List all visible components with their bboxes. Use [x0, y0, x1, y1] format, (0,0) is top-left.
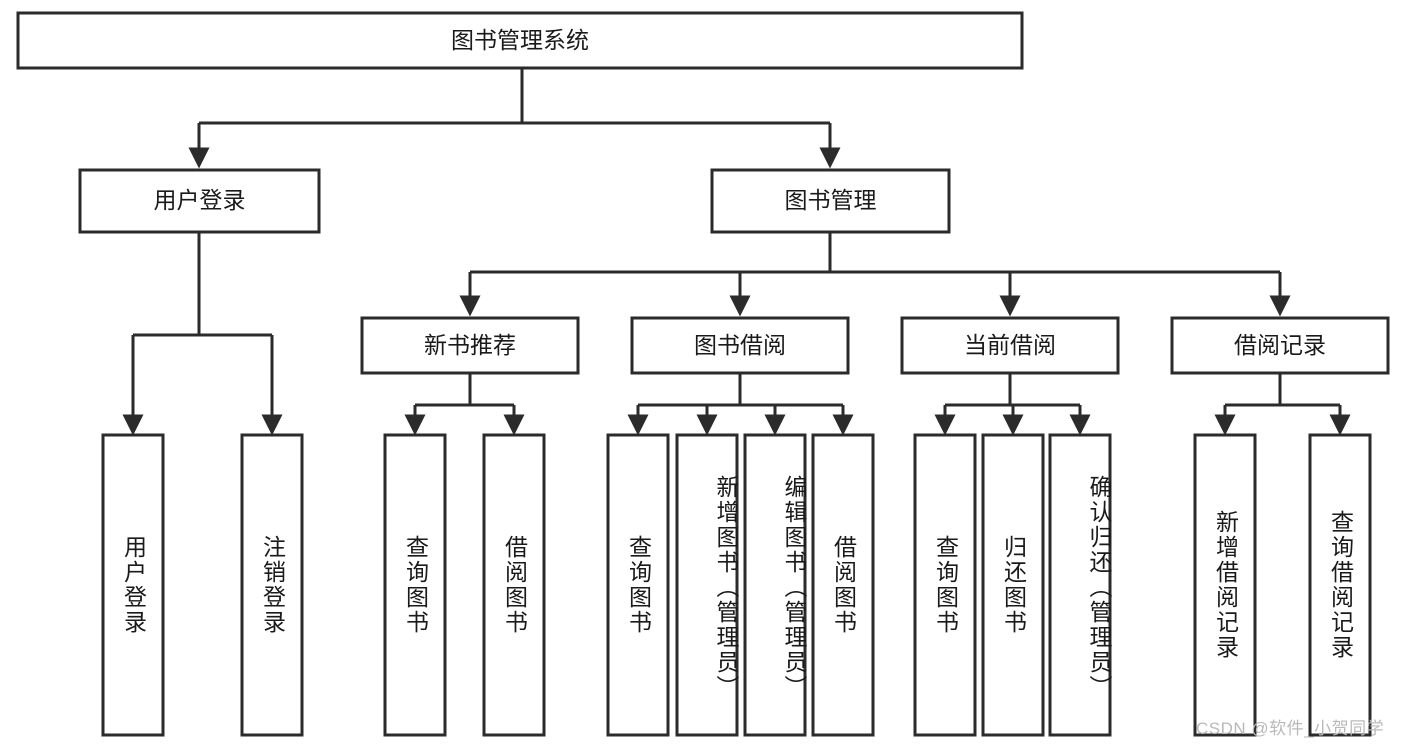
leaf-new-book-1[interactable] [482, 433, 546, 737]
leaf-book-borrow-2[interactable] [743, 433, 807, 737]
leaf-new-book-0[interactable] [383, 433, 447, 737]
node-book-management[interactable] [710, 168, 951, 234]
leaf-book-borrow-3[interactable] [811, 433, 875, 737]
leaf-book-borrow-1[interactable] [675, 433, 739, 737]
node-root[interactable] [16, 11, 1024, 70]
leaf-user-login-1[interactable] [240, 433, 304, 737]
node-user-login[interactable] [78, 168, 321, 234]
node-current-borrow[interactable] [900, 316, 1120, 375]
leaf-current-borrow-0[interactable] [913, 433, 977, 737]
node-new-book-recommend[interactable] [360, 316, 580, 375]
leaf-book-borrow-0[interactable] [606, 433, 670, 737]
node-borrow-record[interactable] [1170, 316, 1390, 375]
leaf-borrow-record-0[interactable] [1193, 433, 1257, 737]
leaf-current-borrow-1[interactable] [981, 433, 1045, 737]
leaf-current-borrow-2[interactable] [1048, 433, 1112, 737]
watermark: CSDN @软件_小贺同学 [1196, 719, 1385, 738]
leaf-borrow-record-1[interactable] [1308, 433, 1372, 737]
leaf-user-login-0[interactable] [101, 433, 165, 737]
node-book-borrow[interactable] [630, 316, 850, 375]
